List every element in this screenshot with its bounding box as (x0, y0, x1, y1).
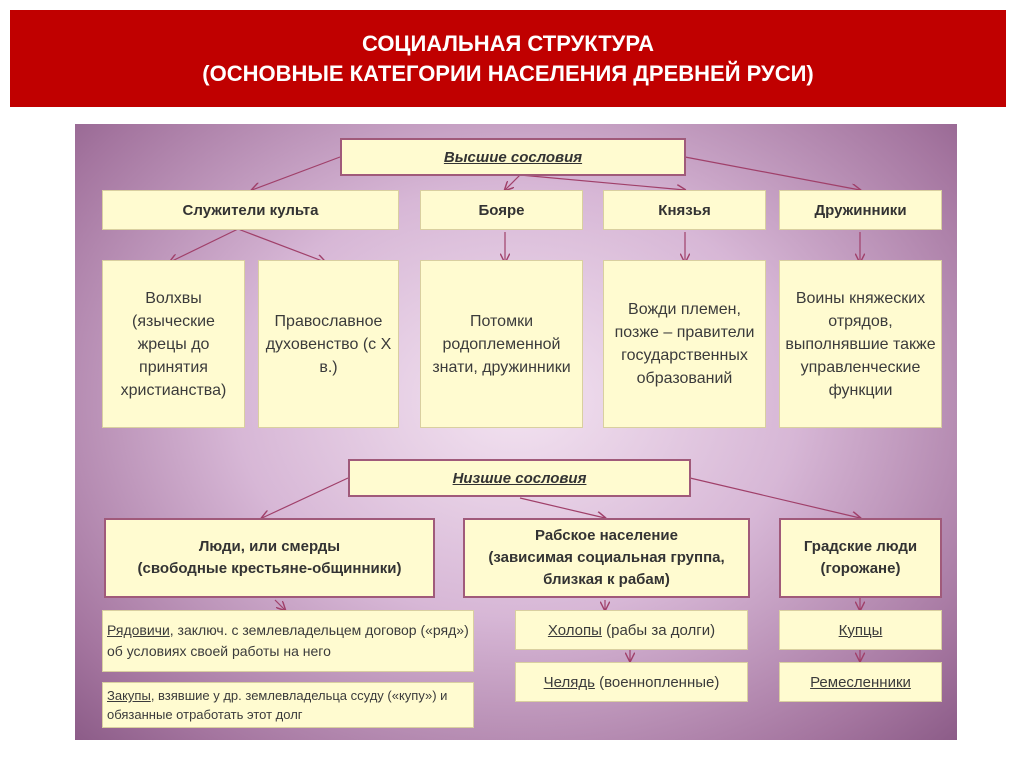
sub-kholopy: Холопы (рабы за долги) (515, 610, 748, 650)
sub-kuptsy: Купцы (779, 610, 942, 650)
arrow-lower-to-smerdy (262, 477, 349, 518)
arrow-smerdy-to-sub (274, 599, 285, 610)
zakupy-text: , взявшие у др. землевладельца ссуду («к… (107, 688, 448, 722)
ryadovichi-text: , заключ. с землевладельцем договор («ря… (107, 622, 469, 659)
arrow-upper-to-druzhina (684, 156, 860, 190)
desc-orthodox-clergy: Православное духовенство (с X в.) (258, 260, 399, 428)
title-banner: СОЦИАЛЬНАЯ СТРУКТУРА (ОСНОВНЫЕ КАТЕГОРИИ… (10, 10, 1006, 107)
kholopy-text: (рабы за долги) (601, 621, 716, 639)
desc-princes: Вожди племен, позже – правители государс… (603, 260, 766, 428)
group-smerdy: Люди, или смерды (свободные крестьяне-об… (104, 518, 435, 598)
arrow-lower-to-town (689, 477, 860, 518)
kholopy-term: Холопы (547, 621, 602, 639)
sub-remeslenniki: Ремесленники (779, 662, 942, 702)
smerdy-subtitle: (свободные крестьяне-общинники) (137, 560, 402, 577)
remeslenniki-term: Ремесленники (810, 673, 911, 691)
desc-druzhina: Воины княжеских отрядов, выполнявшие так… (779, 260, 942, 428)
group-clergy: Служители культа (102, 190, 399, 230)
smerdy-title: Люди, или смерды (198, 538, 341, 555)
town-subtitle: (горожане) (820, 560, 901, 577)
group-slaves: Рабское население (зависимая социальная … (463, 518, 750, 598)
upper-estates-label: Высшие сословия (340, 138, 686, 176)
chelyad-text: (военнопленные) (594, 673, 720, 691)
arrow-lower-to-slaves (519, 497, 605, 518)
arrow-clergy-to-volkhvy (170, 228, 239, 262)
desc-volkhvy: Волхвы (языческие жрецы до принятия хрис… (102, 260, 245, 428)
town-title: Градские люди (803, 538, 918, 555)
slaves-subtitle-1: (зависимая социальная группа, (488, 549, 725, 566)
arrow-clergy-to-orthodox (237, 228, 325, 262)
sub-chelyad: Челядь (военнопленные) (515, 662, 748, 702)
group-druzhina: Дружинники (779, 190, 942, 230)
group-princes: Князья (603, 190, 766, 230)
lower-estates-label: Низшие сословия (348, 459, 691, 497)
group-townspeople: Градские люди (горожане) (779, 518, 942, 598)
arrow-upper-to-clergy (252, 156, 341, 190)
arrow-upper-to-boyars (505, 174, 521, 190)
sub-zakupy: Закупы, взявшие у др. землевладельца ссу… (102, 682, 474, 728)
title-line-2: (ОСНОВНЫЕ КАТЕГОРИИ НАСЕЛЕНИЯ ДРЕВНЕЙ РУ… (202, 60, 814, 86)
kuptsy-term: Купцы (838, 621, 883, 639)
sub-ryadovichi: Рядовичи, заключ. с землевладельцем дого… (102, 610, 474, 672)
slaves-subtitle-2: близкая к рабам) (543, 571, 670, 588)
group-boyars: Бояре (420, 190, 583, 230)
chelyad-term: Челядь (543, 673, 595, 691)
zakupy-term: Закупы (107, 688, 151, 703)
slaves-title: Рабское население (535, 527, 678, 544)
ryadovichi-term: Рядовичи (107, 622, 170, 638)
arrow-upper-to-princes (519, 174, 685, 190)
desc-boyars: Потомки родоплеменной знати, дружинники (420, 260, 583, 428)
title-line-1: СОЦИАЛЬНАЯ СТРУКТУРА (361, 30, 654, 56)
